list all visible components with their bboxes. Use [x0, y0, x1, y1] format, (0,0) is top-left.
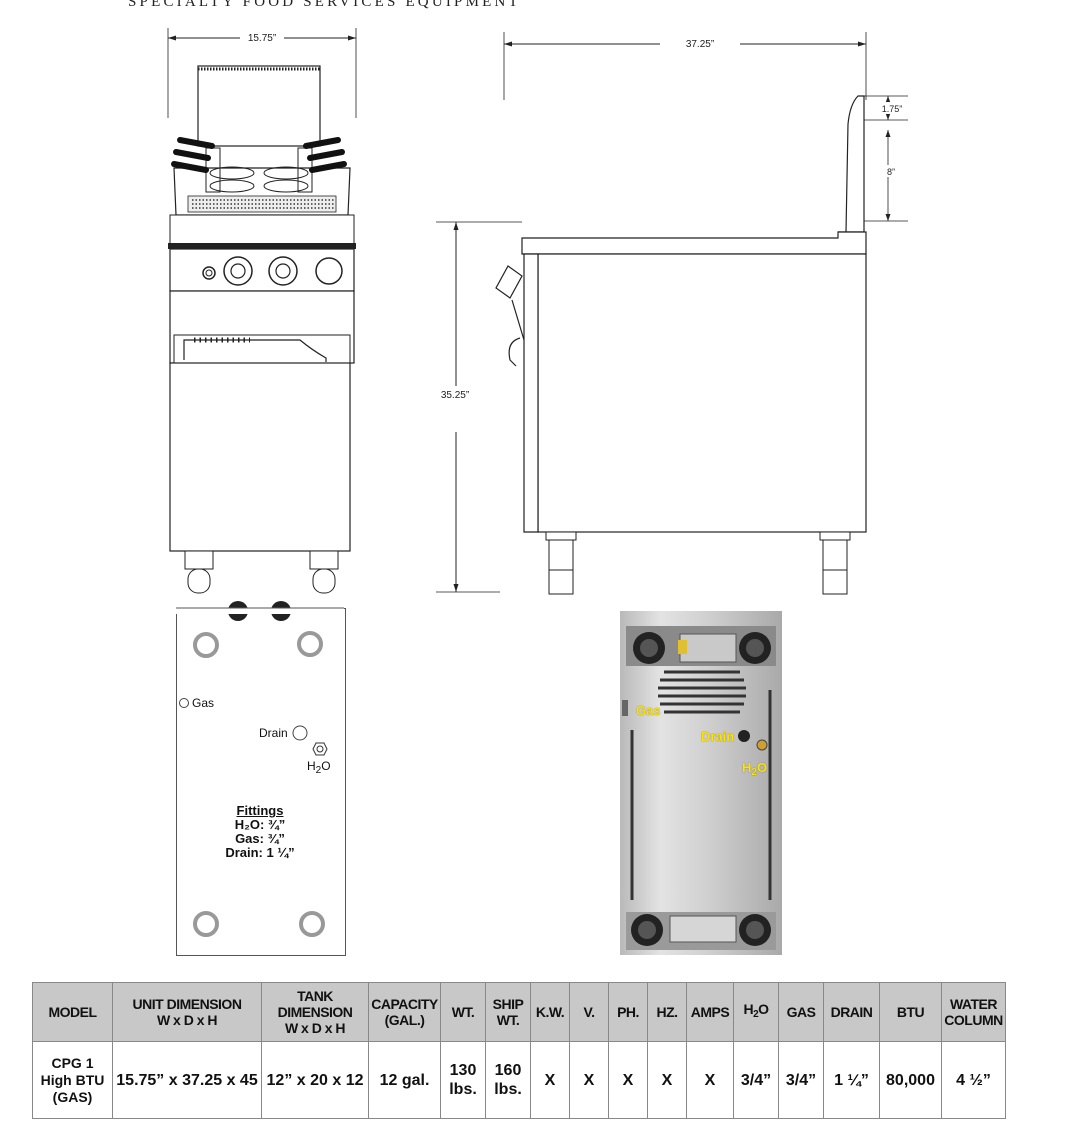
th-weight: WT. [440, 982, 486, 1042]
cell-ph: X [608, 1041, 648, 1119]
cell-amps: X [686, 1041, 734, 1119]
underside-photo-graphics [622, 626, 776, 950]
backsplash-top-label: 1.75” [882, 104, 903, 114]
th-drain: DRAIN [823, 982, 880, 1042]
cell-hz: X [647, 1041, 687, 1119]
cell-water-column: 4 ½” [941, 1041, 1006, 1119]
cell-unit-dimension: 15.75” x 37.25 x 45 [112, 1041, 262, 1119]
cell-drain: 1 ¼” [823, 1041, 880, 1119]
plan-view-graphics [176, 601, 344, 937]
cell-gas: 3/4” [778, 1041, 824, 1119]
th-gas: GAS [778, 982, 824, 1042]
th-h2o: H2O [733, 982, 779, 1042]
plan-gas-label: Gas [192, 696, 215, 710]
th-btu: BTU [879, 982, 942, 1042]
cell-h2o: 3/4” [733, 1041, 779, 1119]
th-hz: HZ. [647, 982, 687, 1042]
cell-tank-dimension: 12” x 20 x 12 [261, 1041, 369, 1119]
backsplash-height-label: 8” [887, 167, 895, 177]
company-header: SPECIALTY FOOD SERVICES EQUIPMENT [128, 0, 521, 10]
side-depth-label: 37.25” [686, 39, 714, 50]
th-amps: AMPS [686, 982, 734, 1042]
th-ph: PH. [608, 982, 648, 1042]
plan-drain-label: Drain [259, 726, 288, 740]
overall-height-label: 35.25” [441, 390, 469, 401]
cell-v: X [569, 1041, 609, 1119]
fittings-info: Fittings H₂O: ¾” Gas: ¾” Drain: 1 ¼” [195, 804, 325, 860]
photo-gas-label: Gas [636, 703, 661, 718]
front-width-label: 15.75” [248, 33, 276, 44]
plan-h2o-label: H2O [307, 759, 331, 776]
fittings-drain: Drain: 1 ¼” [225, 845, 295, 860]
th-kw: K.W. [530, 982, 570, 1042]
photo-drain-label: Drain [701, 729, 735, 744]
front-view-drawing: 15.75” [167, 28, 357, 594]
fittings-title: Fittings [236, 803, 284, 818]
photo-h2o-label: H2O [742, 760, 768, 778]
cell-capacity: 12 gal. [368, 1041, 441, 1119]
underside-photo [620, 611, 782, 955]
fittings-gas: Gas: ¾” [235, 831, 285, 846]
th-capacity: CAPACITY(GAL.) [368, 982, 441, 1042]
th-v: V. [569, 982, 609, 1042]
cell-kw: X [530, 1041, 570, 1119]
cell-btu: 80,000 [879, 1041, 942, 1119]
fittings-h2o: H₂O: ¾” [234, 817, 286, 832]
side-view-drawing: 37.25” 1.75” 8” 35.25” [432, 32, 908, 595]
th-model: MODEL [32, 982, 113, 1042]
